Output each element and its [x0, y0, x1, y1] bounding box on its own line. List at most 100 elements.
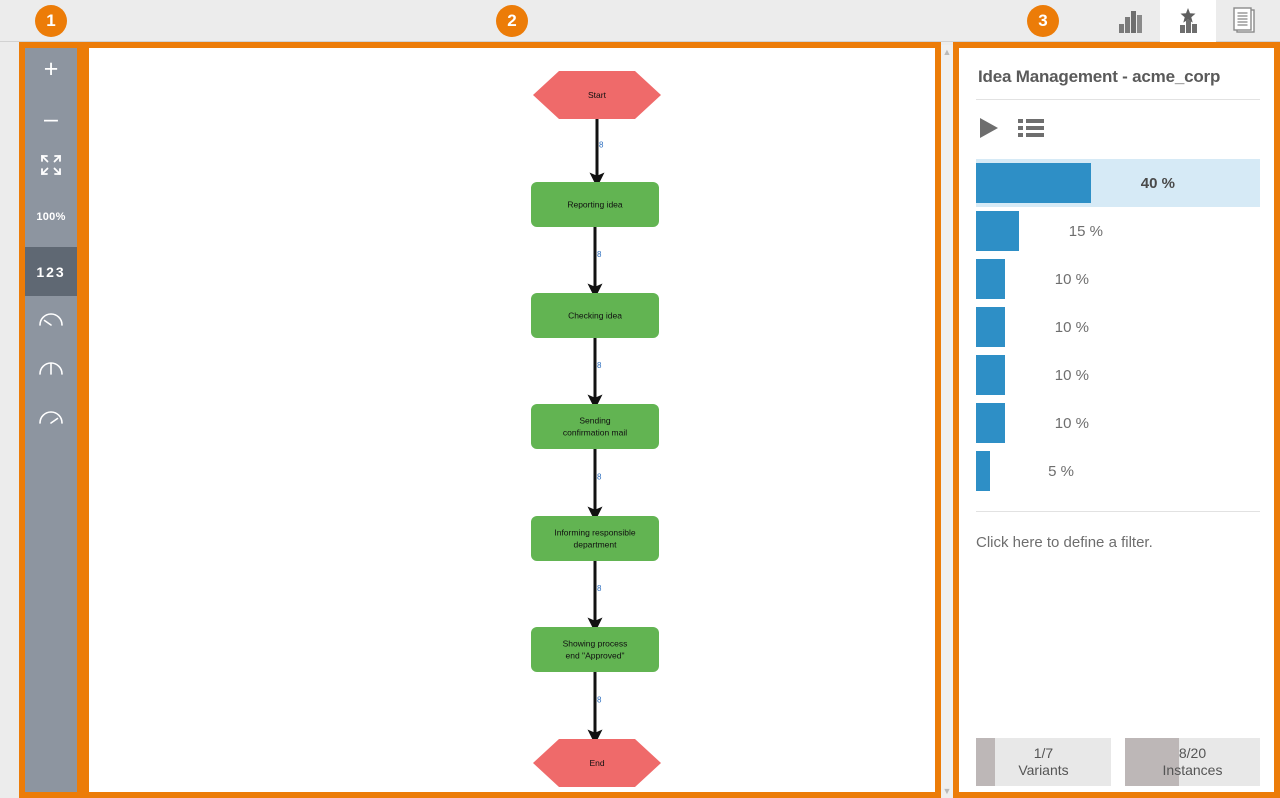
- variant-bar-fill: [976, 307, 1005, 347]
- gauge-low-icon: [38, 308, 64, 333]
- process-activity-node[interactable]: Informing responsible department: [531, 516, 659, 561]
- stat-value: 8/20: [1178, 744, 1207, 761]
- scroll-down-icon[interactable]: ▼: [942, 786, 952, 796]
- panel-action-bar: [956, 100, 1280, 159]
- top-toolbar: [0, 0, 1280, 42]
- process-activity-node[interactable]: Reporting idea: [531, 182, 659, 227]
- node-label: Showing process: [563, 639, 628, 649]
- variant-bar-row[interactable]: 10 %: [976, 303, 1260, 351]
- variant-bar-fill: [976, 403, 1005, 443]
- absolute-numbers-button[interactable]: 123: [22, 247, 80, 296]
- numbers-icon: 123: [36, 263, 66, 280]
- gauge-mid-icon: [38, 357, 64, 382]
- node-shape: [531, 293, 659, 338]
- node-shape: [531, 516, 659, 561]
- gauge-high-icon: [38, 406, 64, 431]
- variant-bar-label: 10 %: [1054, 318, 1089, 336]
- variant-bar-fill: [976, 163, 1091, 203]
- edges-layer: 8 8 8 8 8 8: [587, 119, 605, 745]
- variant-bar-fill: [976, 451, 990, 491]
- stat-progress-fill: [976, 738, 995, 786]
- process-endpoint-node[interactable]: Start: [533, 71, 661, 119]
- stat-unit: Variants: [1018, 762, 1069, 778]
- variant-bar-row[interactable]: 10 %: [976, 255, 1260, 303]
- play-button[interactable]: [978, 116, 1000, 145]
- gauge-low-button[interactable]: [22, 296, 80, 345]
- panel-title: Idea Management - acme_corp: [978, 67, 1221, 86]
- variant-bar-label: 5 %: [1048, 462, 1074, 480]
- node-label: Checking idea: [568, 311, 622, 321]
- variant-bar-label: 15 %: [1068, 222, 1103, 240]
- filter-divider: [976, 511, 1260, 512]
- stat-progress-fill: [1125, 738, 1179, 786]
- starred-bar-chart-icon-button[interactable]: [1160, 0, 1216, 42]
- node-label: confirmation mail: [563, 428, 627, 438]
- variant-bar-row[interactable]: 10 %: [976, 399, 1260, 447]
- variant-bar-label: 40 %: [1140, 174, 1175, 192]
- edge-label: 8: [599, 141, 604, 150]
- variant-bar-row[interactable]: 15 %: [976, 207, 1260, 255]
- variant-bar-label: 10 %: [1054, 270, 1089, 288]
- process-activity-node[interactable]: Showing process end "Approved": [531, 627, 659, 672]
- variant-bar-label: 10 %: [1054, 414, 1089, 432]
- list-view-button[interactable]: [1018, 117, 1044, 144]
- variant-bar-row[interactable]: 10 %: [976, 351, 1260, 399]
- edge-label: 8: [597, 250, 602, 259]
- node-shape: [531, 627, 659, 672]
- variant-bar-row[interactable]: 40 %: [976, 159, 1260, 207]
- zoom-out-button[interactable]: –: [22, 94, 80, 143]
- variant-bar-fill: [976, 211, 1019, 251]
- bar-chart-icon-button[interactable]: [1104, 0, 1160, 42]
- plus-icon: +: [43, 55, 59, 83]
- process-activity-node[interactable]: Checking idea: [531, 293, 659, 338]
- gauge-mid-button[interactable]: [22, 345, 80, 394]
- node-label: Informing responsible: [554, 528, 636, 538]
- variant-bar-fill: [976, 355, 1005, 395]
- node-label: Start: [588, 90, 607, 100]
- edge-label: 8: [597, 361, 602, 370]
- bar-chart-icon: [1117, 8, 1147, 34]
- node-shape: [531, 404, 659, 449]
- gauge-high-button[interactable]: [22, 394, 80, 443]
- zoom-toolbar: + – 100% 123: [22, 45, 80, 795]
- canvas-vertical-scrollbar[interactable]: ▲ ▼: [940, 45, 954, 798]
- edge-label: 8: [597, 584, 602, 593]
- node-label: End: [589, 758, 604, 768]
- process-endpoint-node[interactable]: End: [533, 739, 661, 787]
- list-icon: [1018, 117, 1044, 144]
- top-toolbar-icon-group: [1104, 0, 1272, 42]
- zoom-percent-icon: 100%: [36, 210, 66, 223]
- edge-label: 8: [597, 473, 602, 482]
- variant-bar-list: 40 % 15 % 10 % 10 % 10 % 10 % 5 %: [956, 159, 1280, 495]
- variant-bar-fill: [976, 259, 1005, 299]
- variant-bar-row[interactable]: 5 %: [976, 447, 1260, 495]
- minus-icon: –: [44, 104, 58, 133]
- zoom-level-button[interactable]: 100%: [22, 192, 80, 241]
- document-stack-icon-button[interactable]: [1216, 0, 1272, 42]
- stat-unit: Instances: [1162, 762, 1223, 778]
- node-label: end "Approved": [566, 651, 625, 661]
- fit-screen-button[interactable]: [22, 143, 80, 192]
- define-filter-link[interactable]: Click here to define a filter.: [976, 534, 1153, 551]
- edge-label: 8: [597, 696, 602, 705]
- scroll-up-icon[interactable]: ▲: [942, 47, 952, 57]
- variants-panel: Idea Management - acme_corp: [956, 45, 1280, 798]
- node-label: department: [574, 540, 618, 550]
- stat-value: 1/7: [1033, 744, 1054, 761]
- node-label: Reporting idea: [567, 200, 623, 210]
- fit-screen-icon: [40, 154, 62, 181]
- zoom-in-button[interactable]: +: [22, 45, 80, 94]
- node-shape: [531, 182, 659, 227]
- filter-zone: Click here to define a filter.: [956, 495, 1280, 551]
- play-icon: [978, 116, 1000, 145]
